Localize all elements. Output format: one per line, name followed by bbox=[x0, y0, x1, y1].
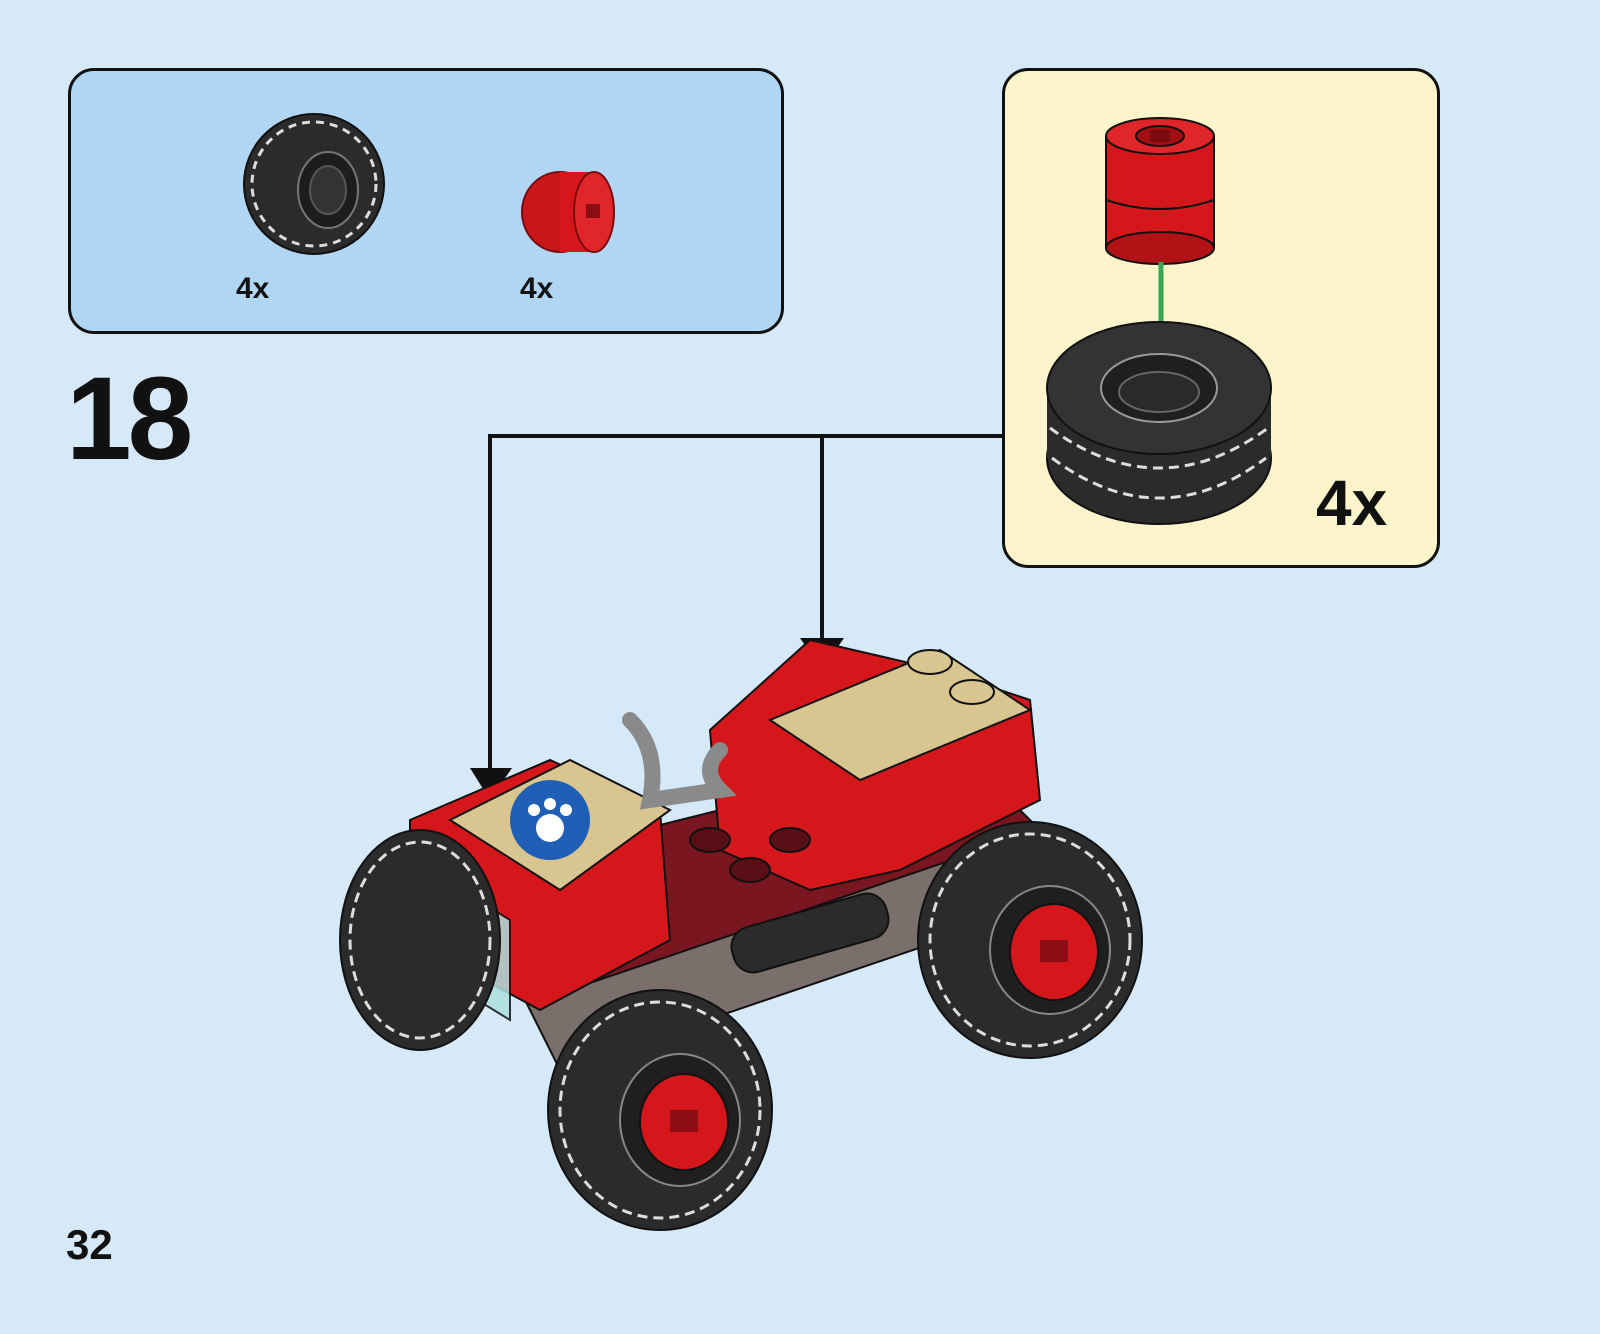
vehicle-illustration bbox=[340, 640, 1170, 1240]
page-number: 32 bbox=[66, 1224, 113, 1266]
